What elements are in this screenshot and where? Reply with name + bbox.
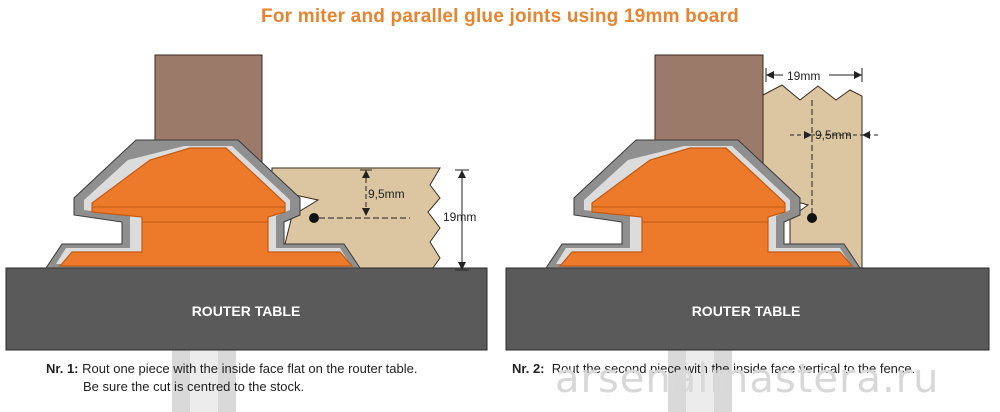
caption-2-line1: Rout the second piece with the inside fa… xyxy=(551,361,916,376)
caption-2: Nr. 2: Rout the second piece with the in… xyxy=(512,360,915,378)
panel-2: 19mm 9,5mm ROUTER TABLE xyxy=(505,54,990,412)
dim-label-19mm-1: 19mm xyxy=(443,210,476,224)
router-table-2 xyxy=(505,267,990,351)
caption-2-number: Nr. 2: xyxy=(512,361,545,376)
caption-1: Nr. 1: Rout one piece with the inside fa… xyxy=(46,360,417,396)
dim-label-19mm-2: 19mm xyxy=(787,69,820,83)
caption-1-line1: Rout one piece with the inside face flat… xyxy=(82,361,418,376)
dim-label-9-5mm-2: 9,5mm xyxy=(815,128,852,142)
dim-label-9-5mm-1: 9,5mm xyxy=(368,187,405,201)
caption-1-line2: Be sure the cut is centred to the stock. xyxy=(83,379,305,394)
diagram-title: For miter and parallel glue joints using… xyxy=(261,6,739,27)
watermark: arsenalmastera.ru xyxy=(555,356,940,402)
centre-mark-2 xyxy=(807,213,817,223)
router-table-1 xyxy=(5,267,488,351)
caption-1-number: Nr. 1: xyxy=(46,361,79,376)
router-table-label-2: ROUTER TABLE xyxy=(692,303,801,319)
centre-mark-1 xyxy=(309,213,319,223)
panel-1: 9,5mm 19mm ROUTER TABLE xyxy=(5,54,488,412)
router-table-label-1: ROUTER TABLE xyxy=(192,303,301,319)
